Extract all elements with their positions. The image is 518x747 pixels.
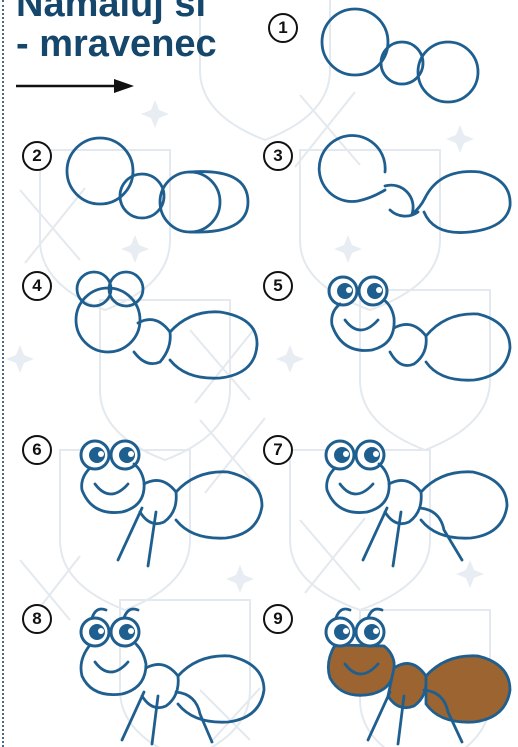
step-3-drawing [319, 136, 510, 233]
step-6-drawing [81, 441, 262, 566]
step-2-drawing [67, 138, 248, 232]
step-4-drawing [76, 272, 257, 378]
step-9-drawing [326, 609, 510, 744]
step-5-drawing [329, 277, 510, 380]
step-8-drawing [81, 609, 264, 744]
step-1-drawing [322, 9, 478, 102]
step-7-drawing [326, 441, 507, 566]
